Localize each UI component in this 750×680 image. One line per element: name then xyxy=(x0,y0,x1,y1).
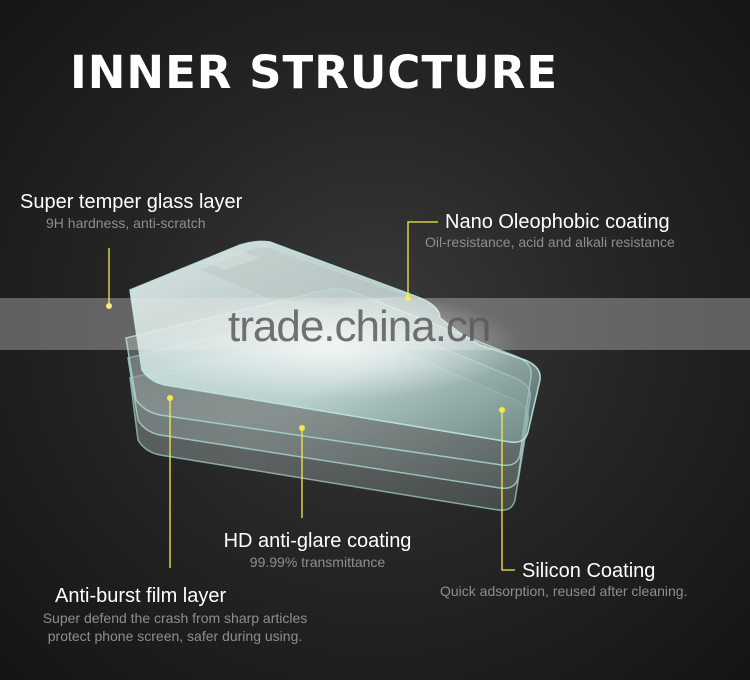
label-super-temper: Super temper glass layer 9H hardness, an… xyxy=(20,190,242,232)
label-anti-burst-sub1: Super defend the crash from sharp articl… xyxy=(42,610,308,626)
dot-silicon xyxy=(499,407,505,413)
leader-nano xyxy=(407,221,438,298)
label-nano-heading: Nano Oleophobic coating xyxy=(445,211,670,233)
dot-anti-burst xyxy=(167,395,173,401)
label-hd: HD anti-glare coating 99.99% transmittan… xyxy=(205,529,430,571)
leader-silicon xyxy=(501,410,515,571)
label-anti-burst-sub2: protect phone screen, safer during using… xyxy=(47,628,303,644)
label-anti-burst-heading: Anti-burst film layer xyxy=(55,585,227,607)
dot-hd xyxy=(299,425,305,431)
dot-nano xyxy=(405,295,411,301)
label-nano-sub: Oil-resistance, acid and alkali resistan… xyxy=(425,234,675,250)
super-temper-glass-layer xyxy=(129,240,541,444)
dot-super-temper xyxy=(106,303,112,309)
label-silicon: Silicon Coating xyxy=(522,559,655,583)
watermark: trade.china.cn xyxy=(228,302,491,351)
label-nano-sub-wrap: Oil-resistance, acid and alkali resistan… xyxy=(425,233,675,251)
label-hd-sub: 99.99% transmittance xyxy=(249,554,386,570)
label-silicon-sub-wrap: Quick adsorption, reused after cleaning. xyxy=(440,582,687,600)
label-super-temper-heading: Super temper glass layer xyxy=(20,191,243,213)
label-nano: Nano Oleophobic coating xyxy=(445,210,670,234)
label-anti-burst: Anti-burst film layer xyxy=(55,584,226,608)
label-hd-heading: HD anti-glare coating xyxy=(223,530,412,552)
label-super-temper-sub: 9H hardness, anti-scratch xyxy=(46,215,206,231)
label-silicon-heading: Silicon Coating xyxy=(522,560,656,582)
leader-lines xyxy=(108,221,515,571)
leader-dots xyxy=(106,295,505,431)
label-silicon-sub: Quick adsorption, reused after cleaning. xyxy=(440,583,688,599)
watermark-band xyxy=(0,298,750,350)
label-anti-burst-sub-wrap: Super defend the crash from sharp articl… xyxy=(10,609,340,645)
page-title: INNER STRUCTURE xyxy=(70,46,559,99)
